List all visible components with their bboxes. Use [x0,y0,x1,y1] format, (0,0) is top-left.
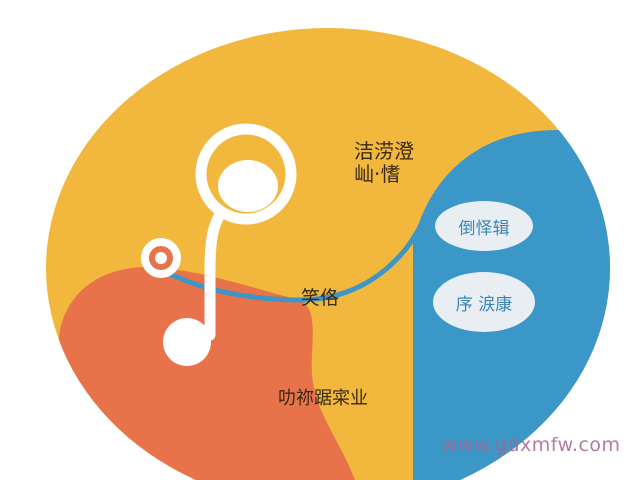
blue-curve-line [169,192,443,303]
label-top-line2: 屾·愭 [354,162,401,186]
label-top-line1: 洁涝澄 [354,139,414,163]
label-bottom: 叻祢踞寀业 [278,388,368,409]
pill-label-1: 倒怿辑 [458,219,510,239]
music-note-icon [163,123,297,366]
pill-label-2: 序 涙康 [455,295,513,315]
label-middle: 笑佫 [301,287,340,309]
pill-background-2 [433,272,535,332]
small-ring-icon [141,238,181,278]
watermark: www.gdxmfw.com [442,434,621,456]
pill-background-1 [435,201,533,251]
label-top: 洁涝澄 屾·愭 [354,140,414,186]
orange-region [46,267,355,480]
